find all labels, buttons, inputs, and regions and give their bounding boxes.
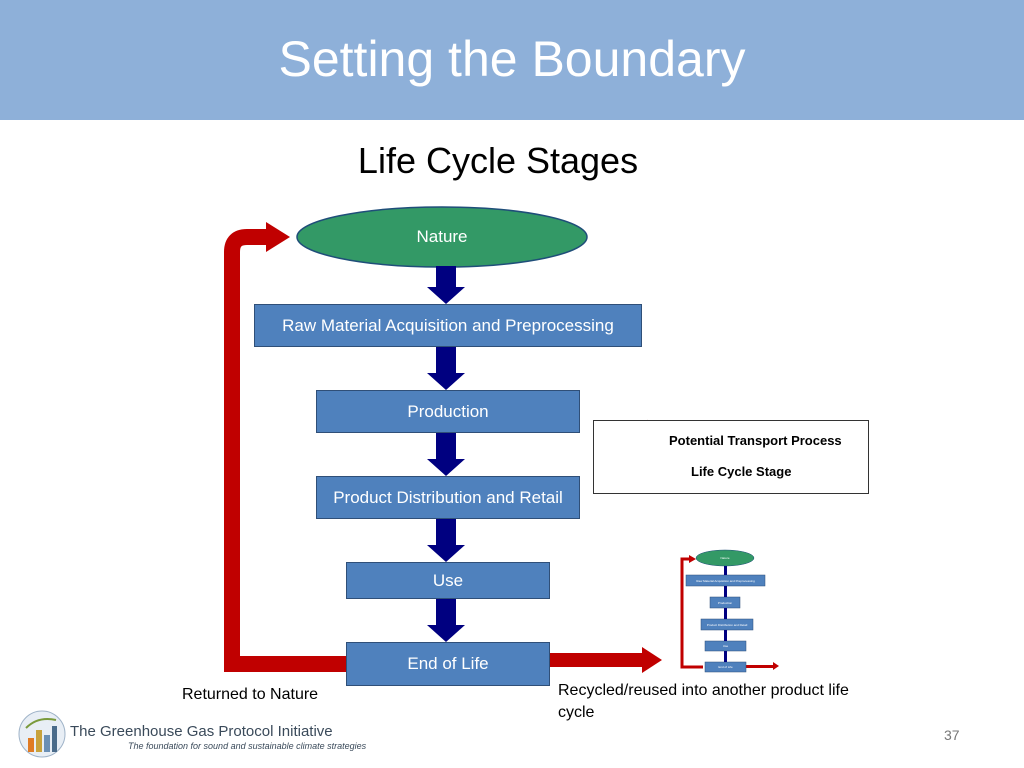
stage-use: Use <box>346 562 550 599</box>
legend-stage-label: Life Cycle Stage <box>691 464 792 479</box>
legend-transport-label: Potential Transport Process <box>669 433 842 448</box>
thumbnail-diagram <box>680 549 779 673</box>
stage-raw-material: Raw Material Acquisition and Preprocessi… <box>254 304 642 347</box>
thumbnail-stage-label: Raw Material Acquisition and Preprocessi… <box>696 578 755 583</box>
ghg-protocol-logo <box>18 710 66 758</box>
thumbnail-stage-label: Production <box>717 600 733 605</box>
stage-end-of-life: End of Life <box>346 642 550 686</box>
down-arrow <box>427 519 465 562</box>
down-arrow <box>427 347 465 390</box>
returned-to-nature-caption: Returned to Nature <box>182 686 319 703</box>
thumbnail-stage-label: Use <box>722 644 729 648</box>
thumbnail-nature-label: Nature <box>720 556 730 560</box>
down-arrow <box>427 599 465 642</box>
slide-title: Setting the Boundary <box>278 31 746 87</box>
down-arrow <box>427 433 465 476</box>
stage-distribution-retail: Product Distribution and Retail <box>316 476 580 519</box>
nature-label: Nature <box>416 227 468 246</box>
down-arrow <box>427 266 465 304</box>
recycle-arrow-shaft <box>550 653 642 667</box>
stage-production: Production <box>316 390 580 433</box>
page-number: 37 <box>944 727 960 743</box>
return-to-nature-arrow <box>224 229 347 672</box>
recycle-arrowhead <box>642 647 662 673</box>
legend-box <box>593 420 869 494</box>
flow-arrows <box>427 266 465 642</box>
thumbnail-stage-label: End of Life <box>718 665 733 669</box>
footer-org-name: The Greenhouse Gas Protocol Initiative <box>70 723 333 740</box>
footer-tagline: The foundation for sound and sustainable… <box>128 741 367 751</box>
recycled-caption: Recycled/reused into another product lif… <box>558 682 849 721</box>
slide-subtitle: Life Cycle Stages <box>357 140 639 181</box>
return-to-nature-arrowhead <box>266 222 290 252</box>
title-bar: Setting the Boundary <box>0 0 1024 120</box>
thumbnail-stage-label: Product Distribution and Retail <box>706 622 748 627</box>
